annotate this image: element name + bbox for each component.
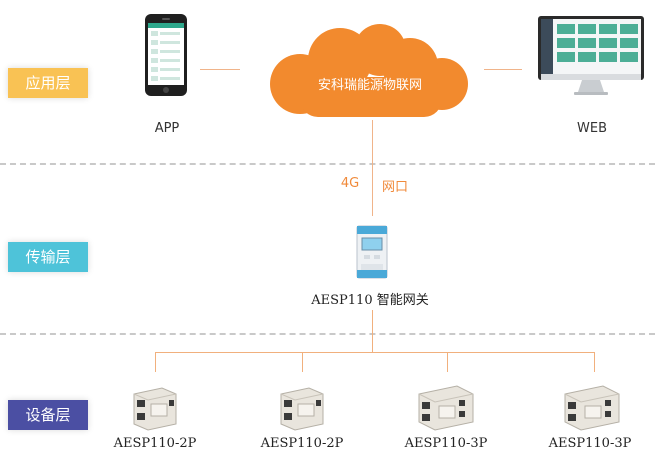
meter-2p-icon [132,386,178,431]
device-label-1: AESP110-2P [113,436,197,451]
layer-label-application: 应用层 [8,68,88,98]
device-drop [302,352,303,372]
gateway-bus-connector [372,310,373,353]
layer-divider [0,333,655,335]
meter-3p-icon [563,384,621,431]
smartphone-icon [145,14,187,96]
layer-label-device: 设备层 [8,400,88,430]
device-label-3: AESP110-3P [404,436,488,451]
link-4g-label: 4G [340,176,360,191]
gateway-label: AESP110 智能网关 [311,293,429,308]
device-label-4: AESP110-3P [548,436,632,451]
link-ethernet-label: 网口 [382,180,409,195]
app-label: APP [154,121,180,136]
cloud-gateway-connector [372,120,373,216]
web-cloud-connector [484,69,522,70]
web-label: WEB [577,121,607,136]
meter-3p-icon [417,384,475,431]
layer-label-transport: 传输层 [8,242,88,272]
layer-divider [0,163,655,165]
device-bus [155,352,595,353]
device-drop [594,352,595,372]
device-drop [155,352,156,372]
meter-2p-icon [279,386,325,431]
device-label-2: AESP110-2P [260,436,344,451]
monitor-icon [538,16,644,96]
app-cloud-connector [200,69,240,70]
cloud-icon [258,22,480,120]
gateway-icon [356,225,388,279]
cloud-label: 安科瑞能源物联网 [317,78,422,93]
device-drop [447,352,448,372]
